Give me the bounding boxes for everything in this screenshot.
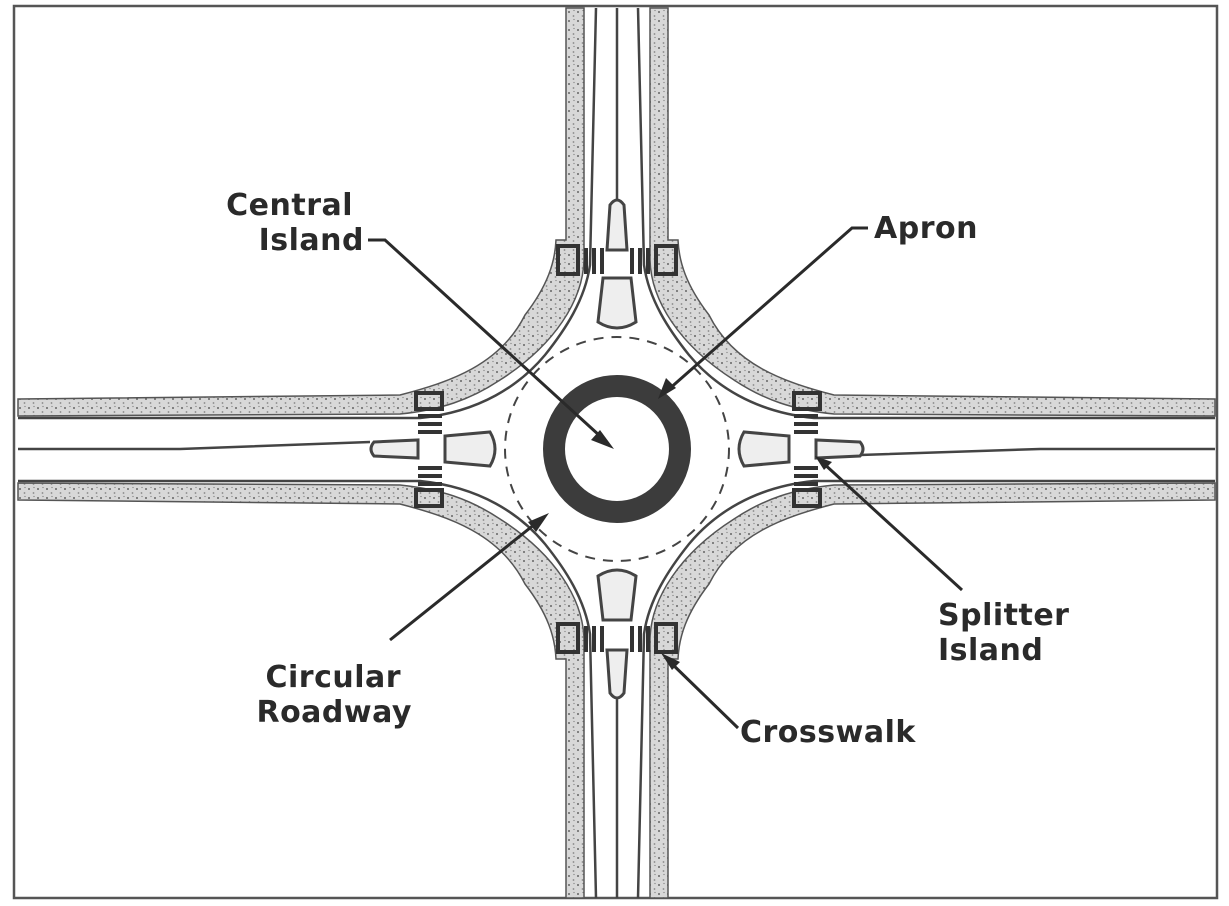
road-edges <box>18 7 1215 899</box>
leader-lines <box>368 226 964 730</box>
leader-splitter-island <box>820 460 964 592</box>
label-central-island: Central Island <box>226 188 364 258</box>
apron-ring <box>543 375 691 523</box>
arrowhead-apron <box>658 378 676 399</box>
crosswalks <box>414 244 822 654</box>
label-splitter-island: Splitter Island <box>938 598 1080 668</box>
label-crosswalk: Crosswalk <box>740 715 916 750</box>
central-island <box>566 398 668 500</box>
leader-apron <box>667 226 868 392</box>
leader-arrowheads <box>528 378 832 670</box>
splitter-islands <box>369 198 865 700</box>
label-apron: Apron <box>874 211 978 246</box>
arrowhead-crosswalk <box>661 653 680 670</box>
arrowhead-central-island <box>591 430 614 449</box>
label-circular-roadway: Circular Roadway <box>256 660 412 730</box>
leader-central-island <box>368 238 602 438</box>
arrowhead-splitter-island <box>815 456 832 470</box>
arrowhead-circular-roadway <box>528 513 549 532</box>
leader-crosswalk <box>666 658 740 730</box>
sidewalk-strips <box>17 7 1216 899</box>
leader-circular-roadway <box>389 518 541 642</box>
